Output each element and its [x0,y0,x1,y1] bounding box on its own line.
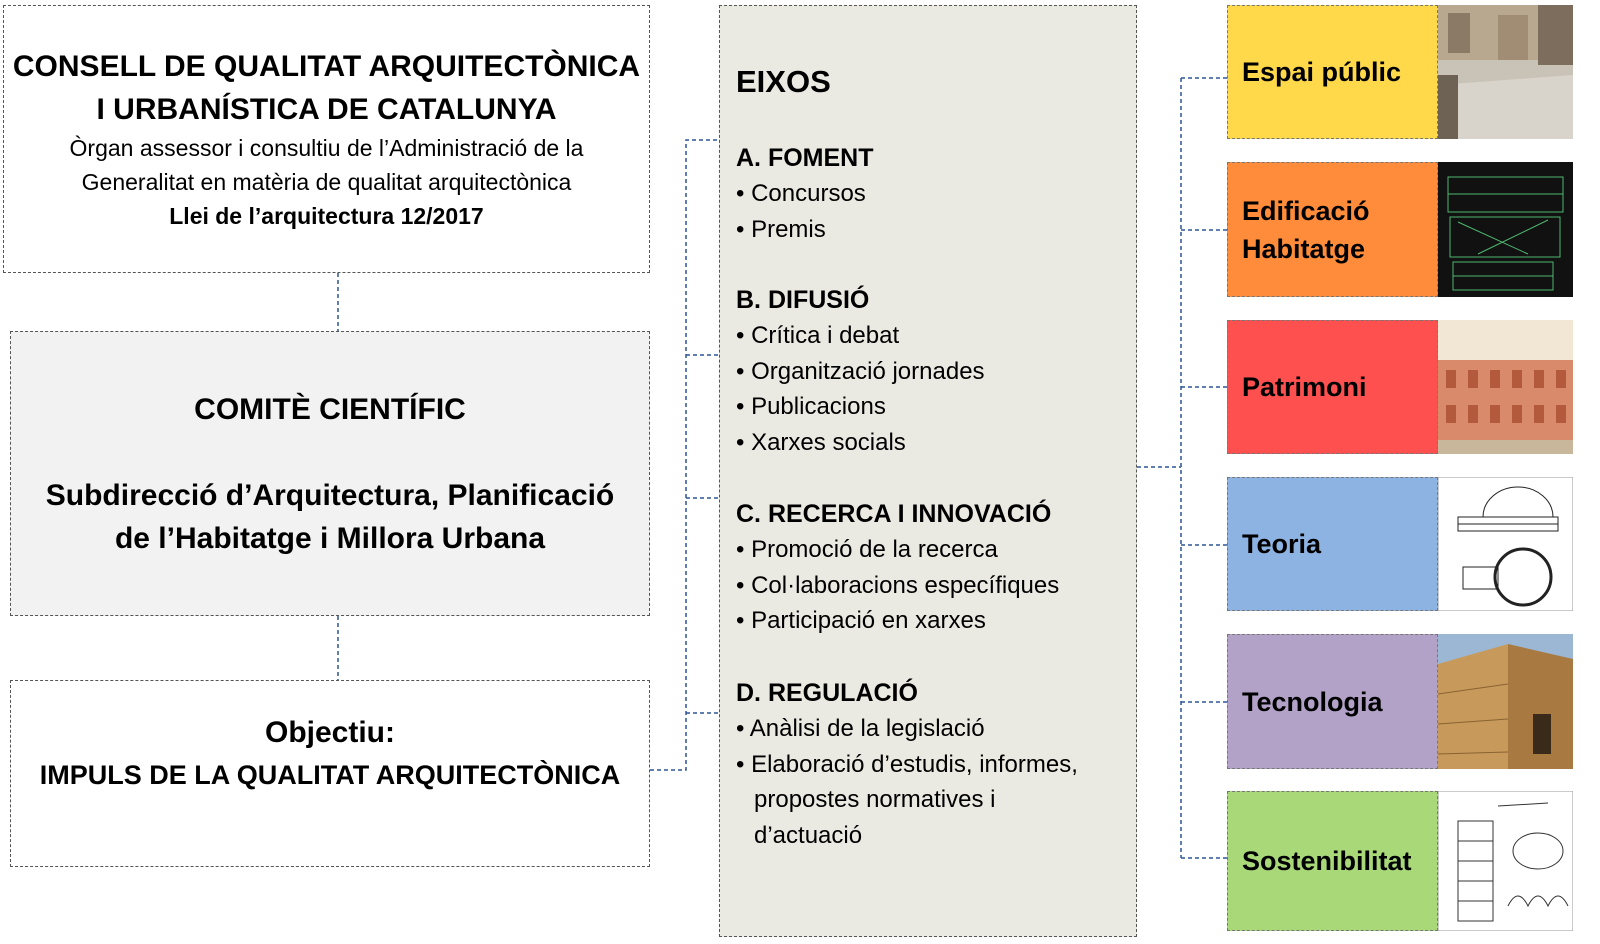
axis-heading: D. REGULACIÓ [736,679,918,707]
axis-item: Crítica i debat [736,318,985,354]
category-label-line2: Habitatge [1242,233,1366,264]
category-label: Espai públic [1242,57,1402,87]
consell-desc-line1: Òrgan assessor i consultiu de l’Administ… [69,135,584,161]
axis-b: B. DIFUSIÓ Crítica i debat Organització … [736,282,985,460]
patrimoni-facade [1438,320,1573,454]
axis-item: Premis [736,212,874,248]
axis-d: D. REGULACIÓ Anàlisi de la legislació El… [736,675,1078,853]
category-tecnologia: Tecnologia [1227,634,1438,769]
tecnologia-photo [1438,634,1573,769]
category-espai-public: Espai públic [1227,5,1438,139]
axis-a: A. FOMENT Concursos Premis [736,140,874,247]
axis-item: Col·laboracions específiques [736,568,1059,604]
objectiu-box: Objectiu: IMPULS DE LA QUALITAT ARQUITEC… [10,680,650,867]
axis-item: Xarxes socials [736,425,985,461]
axis-item: Elaboració d’estudis, informes, [736,747,1078,783]
consell-title-line2: I URBANÍSTICA DE CATALUNYA [96,93,557,126]
axis-heading: C. RECERCA I INNOVACIÓ [736,500,1052,528]
sostenibilitat-sketch [1438,791,1573,931]
connector-objectiu-eixos [650,139,719,771]
axis-heading: A. FOMENT [736,144,874,172]
eixos-box: EIXOS A. FOMENT Concursos Premis B. DIFU… [719,5,1137,937]
category-edificacio-habitatge: Edificació Habitatge [1227,162,1438,297]
comite-sub-line2: de l’Habitatge i Millora Urbana [114,521,546,555]
axis-item: Promoció de la recerca [736,532,1059,568]
comite-box: COMITÈ CIENTÍFIC Subdirecció d’Arquitect… [10,331,650,616]
category-label: Teoria [1242,529,1322,559]
axis-item: Organització jornades [736,354,984,390]
category-patrimoni: Patrimoni [1227,320,1438,454]
axis-item: Publicacions [736,389,985,425]
category-label: Patrimoni [1242,372,1367,402]
category-teoria: Teoria [1227,477,1438,611]
objectiu-label: Objectiu: [264,716,395,749]
teoria-plan-drawing [1438,477,1573,611]
consell-desc-line2: Generalitat en matèria de qualitat arqui… [81,169,572,195]
objectiu-text: IMPULS DE LA QUALITAT ARQUITECTÒNICA [39,760,621,790]
category-label: Tecnologia [1242,686,1383,717]
eixos-title: EIXOS [736,64,831,99]
axis-item: Participació en xarxes [736,603,1059,639]
consell-law: Llei de l’arquitectura 12/2017 [169,203,484,229]
comite-title: COMITÈ CIENTÍFIC [194,392,466,426]
category-sostenibilitat: Sostenibilitat [1227,791,1438,931]
axis-heading: B. DIFUSIÓ [736,286,870,314]
comite-sub-line1: Subdirecció d’Arquitectura, Planificació [45,478,615,512]
axis-item-continuation: d’actuació [754,821,863,849]
espai-public-photo [1438,5,1573,139]
axis-c: C. RECERCA I INNOVACIÓ Promoció de la re… [736,496,1059,639]
axis-item-continuation: propostes normatives i [754,786,996,813]
axis-item: Concursos [736,176,874,212]
category-label-line1: Edificació [1242,195,1370,226]
consell-box: CONSELL DE QUALITAT ARQUITECTÒNICA I URB… [3,5,650,273]
category-label: Sostenibilitat [1242,846,1412,876]
axis-item: Anàlisi de la legislació [736,711,1078,747]
consell-title-line1: CONSELL DE QUALITAT ARQUITECTÒNICA [12,50,641,83]
edificacio-drawing [1438,162,1573,297]
